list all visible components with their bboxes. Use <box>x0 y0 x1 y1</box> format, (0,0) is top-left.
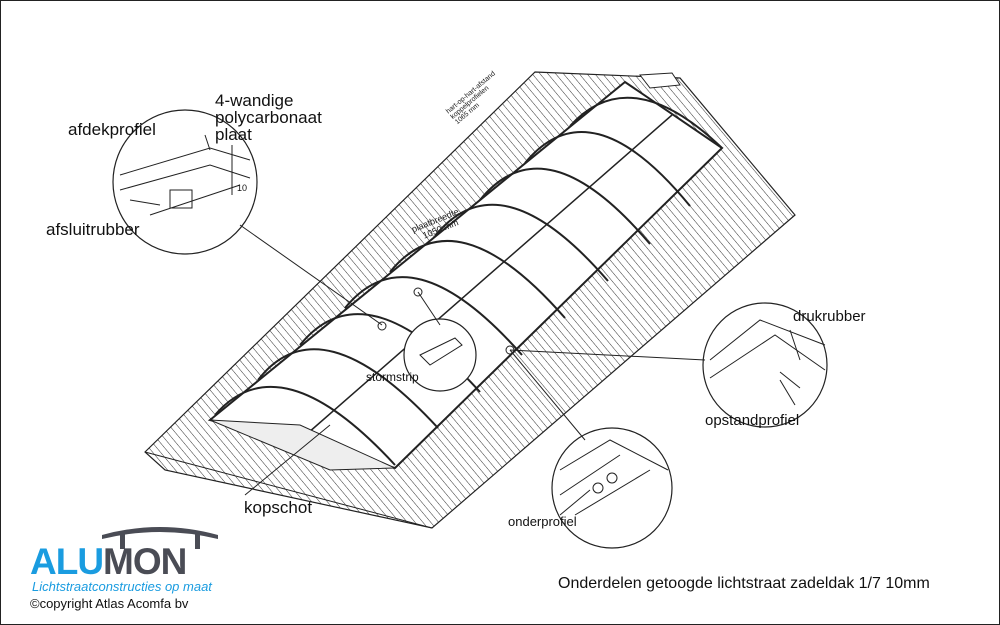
profile-section-detail <box>169 189 193 209</box>
brand-logo: ALUMON <box>30 541 187 583</box>
detail-circle-afdekprofiel <box>112 109 258 255</box>
leader-line <box>559 489 591 516</box>
label-opstandprofiel: opstandprofiel <box>705 412 800 429</box>
leader-line <box>204 134 211 151</box>
leader-anchor <box>377 321 387 331</box>
arch <box>389 239 566 319</box>
kopschot <box>209 419 396 471</box>
polycarbonaat-line1: 4-wandige <box>215 91 294 110</box>
stormstrip-detail <box>419 337 463 366</box>
detail-circle-stormstrip <box>403 318 477 392</box>
leader-line <box>509 349 706 361</box>
leader-anchor <box>413 287 423 297</box>
arch <box>214 385 396 466</box>
roof-eave-line <box>144 451 433 529</box>
label-kopschot: kopschot <box>244 498 313 517</box>
opstandprofiel-detail <box>709 319 826 389</box>
polycarbonaat-line3: plaat <box>215 125 252 144</box>
leader-line <box>779 379 796 406</box>
leader-line <box>239 224 383 326</box>
brand-alu: ALU <box>30 541 104 582</box>
label-afsluitrubber: afsluitrubber <box>46 220 140 239</box>
label-onderprofiel: onderprofiel <box>508 514 577 529</box>
arch <box>569 96 723 149</box>
leader-line <box>509 349 586 441</box>
arch <box>479 167 651 245</box>
label-thickness: 10 <box>237 183 248 193</box>
leader-line <box>789 329 801 361</box>
drawing-caption: Onderdelen getoogde lichtstraat zadeldak… <box>558 575 930 592</box>
arch <box>524 131 691 207</box>
ridge-profile <box>299 114 673 441</box>
ridge-cap <box>639 72 681 89</box>
onderprofiel-detail <box>559 439 669 516</box>
polycarbonaat-line2: polycarbonaat <box>215 108 322 127</box>
leader-line <box>244 424 331 496</box>
arch <box>344 276 523 356</box>
leader-anchor <box>505 345 515 355</box>
bolt-icon <box>606 472 618 484</box>
arch <box>434 203 609 282</box>
detail-drawings <box>119 147 826 516</box>
brand-tagline: Lichtstraatconstructies op maat <box>32 579 212 594</box>
polycarbonate-sheet-detail <box>119 147 251 216</box>
detail-circle-onderprofiel <box>551 427 673 549</box>
label-afdekprofiel: afdekprofiel <box>68 120 156 139</box>
brand-mon: MON <box>103 541 187 582</box>
logo-arch-icon <box>102 527 218 549</box>
leader-line <box>129 199 161 206</box>
leader-lines <box>129 134 801 516</box>
label-stormstrip: stormstrip <box>366 370 419 384</box>
copyright: ©copyright Atlas Acomfa bv <box>30 596 189 611</box>
detail-circles <box>112 109 828 549</box>
label-drukrubber: drukrubber <box>793 308 866 325</box>
bolt-icon <box>592 482 604 494</box>
label-polycarbonaat: 4-wandige polycarbonaat plaat <box>215 92 322 143</box>
arch <box>257 348 439 429</box>
leader-line <box>417 291 441 326</box>
